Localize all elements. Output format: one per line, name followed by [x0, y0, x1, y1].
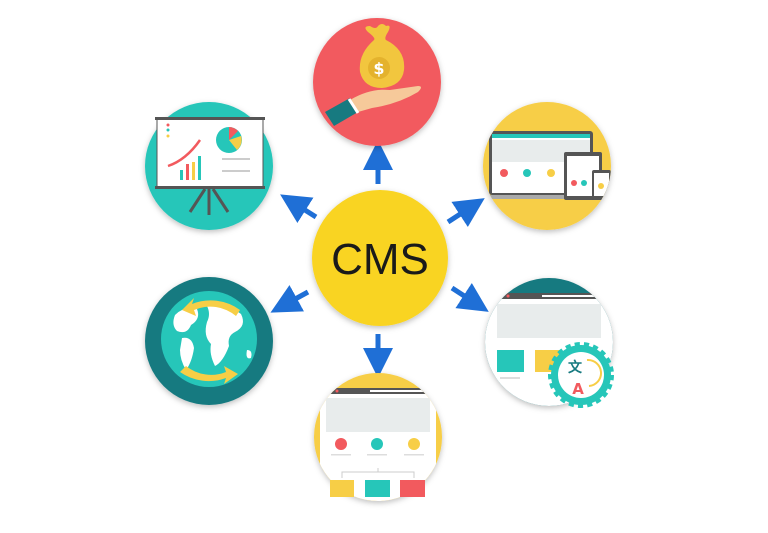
analytics-presentation-node [145, 102, 273, 230]
arrow-up-left [280, 194, 318, 224]
hand-icon [325, 86, 421, 126]
translate-gear-icon: 文 A [548, 342, 614, 408]
devices-icon [484, 131, 611, 200]
responsive-devices-node [483, 102, 611, 230]
multilingual-node: 文 A [485, 278, 614, 408]
money-bag-node: $ [313, 18, 441, 146]
global-reach-node [145, 277, 273, 405]
source-language-glyph: 文 [568, 359, 583, 376]
cms-label: CMS [331, 235, 429, 284]
arrows [270, 140, 489, 378]
money-bag-icon: $ [359, 24, 405, 88]
arrow-down-right [450, 282, 489, 312]
globe-icon [161, 291, 257, 387]
arrow-up-right [446, 198, 485, 228]
cms-hub: CMS [312, 190, 448, 326]
webpage-icon [485, 293, 613, 406]
presentation-board-icon [155, 117, 265, 215]
target-language-glyph: A [572, 380, 584, 398]
dollar-symbol: $ [373, 59, 384, 78]
sitemap-card-teal [365, 480, 390, 497]
site-structure-node [314, 373, 442, 501]
arrow-down-left [270, 285, 310, 313]
sitemap-card-yellow [330, 480, 354, 497]
sitemap-card-red [400, 480, 425, 497]
